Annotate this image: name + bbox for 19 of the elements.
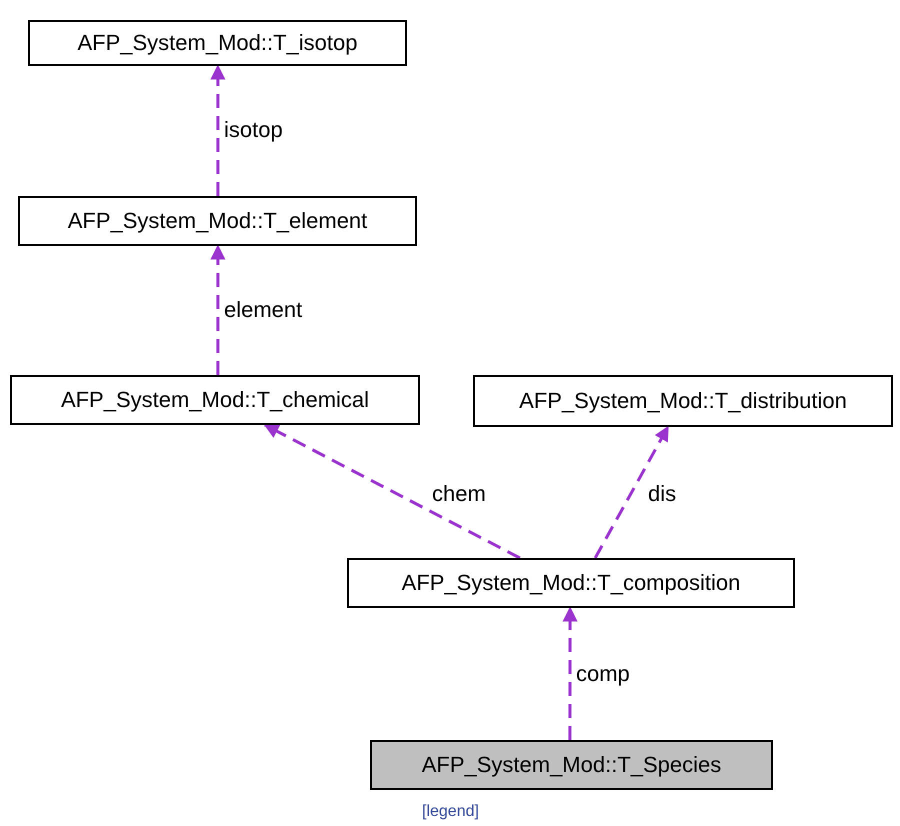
class-box bbox=[347, 558, 795, 608]
legend-link: [legend] bbox=[422, 803, 479, 821]
class-name: AFP_System_Mod::T_Species bbox=[422, 752, 722, 778]
class-name: AFP_System_Mod::T_isotop bbox=[77, 30, 358, 56]
class-box bbox=[473, 375, 893, 427]
highlighted-class-box bbox=[370, 740, 773, 790]
class-box bbox=[18, 196, 417, 246]
class-name: AFP_System_Mod::T_element bbox=[68, 208, 368, 234]
dashed-arrow bbox=[264, 424, 521, 560]
class-name: AFP_System_Mod::T_chemical bbox=[60, 387, 370, 413]
class-name: AFP_System_Mod::T_composition bbox=[402, 570, 740, 596]
class-box bbox=[10, 375, 420, 425]
dashed-arrow bbox=[210, 64, 226, 196]
dashed-arrow bbox=[562, 606, 578, 740]
class-name: AFP_System_Mod::T_distribution bbox=[519, 388, 847, 414]
dashed-arrow bbox=[210, 244, 226, 375]
dashed-arrow bbox=[594, 426, 670, 559]
edge-label: isotop bbox=[222, 118, 285, 142]
class-box bbox=[28, 20, 407, 66]
